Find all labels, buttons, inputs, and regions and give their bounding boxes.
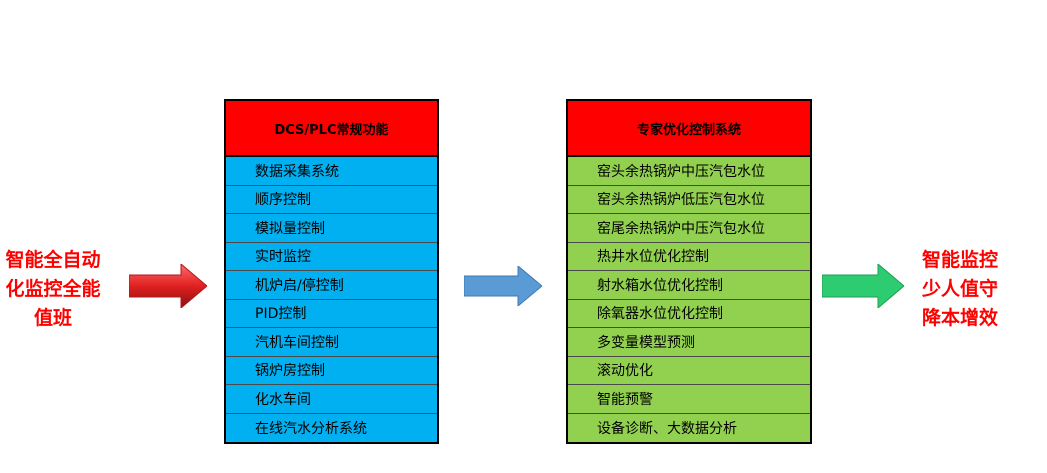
expert-table-row: 射水箱水位优化控制 xyxy=(568,271,810,300)
dcs-table-row: 汽机车间控制 xyxy=(226,328,437,357)
expert-table-row: 设备诊断、大数据分析 xyxy=(568,413,810,442)
expert-table-title: 专家优化控制系统 xyxy=(568,101,810,157)
dcs-table-row: PID控制 xyxy=(226,299,437,328)
expert-table-row: 热井水位优化控制 xyxy=(568,242,810,271)
expert-table-row: 多变量模型预测 xyxy=(568,328,810,357)
dcs-table-row: 化水车间 xyxy=(226,385,437,414)
blue-arrow-icon xyxy=(464,266,542,306)
expert-table-body: 窑头余热锅炉中压汽包水位 窑头余热锅炉低压汽包水位 窑尾余热锅炉中压汽包水位 热… xyxy=(568,157,810,442)
dcs-table-title: DCS/PLC常规功能 xyxy=(226,101,437,157)
dcs-table-row: 在线汽水分析系统 xyxy=(226,413,437,442)
left-slogan-line: 化监控全能 xyxy=(5,278,101,300)
left-slogan: 智能全自动 化监控全能 值班 xyxy=(0,246,106,333)
dcs-table-row: 顺序控制 xyxy=(226,185,437,214)
left-slogan-line: 值班 xyxy=(33,307,72,329)
expert-table-row: 窑头余热锅炉低压汽包水位 xyxy=(568,185,810,214)
dcs-function-table: DCS/PLC常规功能 数据采集系统 顺序控制 模拟量控制 实时监控 机炉启/停… xyxy=(224,99,439,444)
right-slogan-line: 降本增效 xyxy=(921,307,998,329)
dcs-table-row: 锅炉房控制 xyxy=(226,356,437,385)
right-slogan-line: 智能监控 xyxy=(921,249,998,271)
dcs-table-row: 数据采集系统 xyxy=(226,157,437,186)
dcs-table-body: 数据采集系统 顺序控制 模拟量控制 实时监控 机炉启/停控制 PID控制 汽机车… xyxy=(226,157,437,442)
green-arrow-icon xyxy=(822,264,904,308)
dcs-table-row: 模拟量控制 xyxy=(226,214,437,243)
expert-table-row: 滚动优化 xyxy=(568,356,810,385)
left-slogan-line: 智能全自动 xyxy=(5,249,101,271)
expert-control-table: 专家优化控制系统 窑头余热锅炉中压汽包水位 窑头余热锅炉低压汽包水位 窑尾余热锅… xyxy=(566,99,812,444)
red-arrow-icon xyxy=(129,264,207,308)
right-slogan-line: 少人值守 xyxy=(921,278,998,300)
dcs-table-row: 实时监控 xyxy=(226,242,437,271)
expert-table-row: 除氧器水位优化控制 xyxy=(568,299,810,328)
right-slogan: 智能监控 少人值守 降本增效 xyxy=(910,246,1010,333)
dcs-table-row: 机炉启/停控制 xyxy=(226,271,437,300)
expert-table-row: 窑尾余热锅炉中压汽包水位 xyxy=(568,214,810,243)
expert-table-row: 智能预警 xyxy=(568,385,810,414)
expert-table-row: 窑头余热锅炉中压汽包水位 xyxy=(568,157,810,186)
